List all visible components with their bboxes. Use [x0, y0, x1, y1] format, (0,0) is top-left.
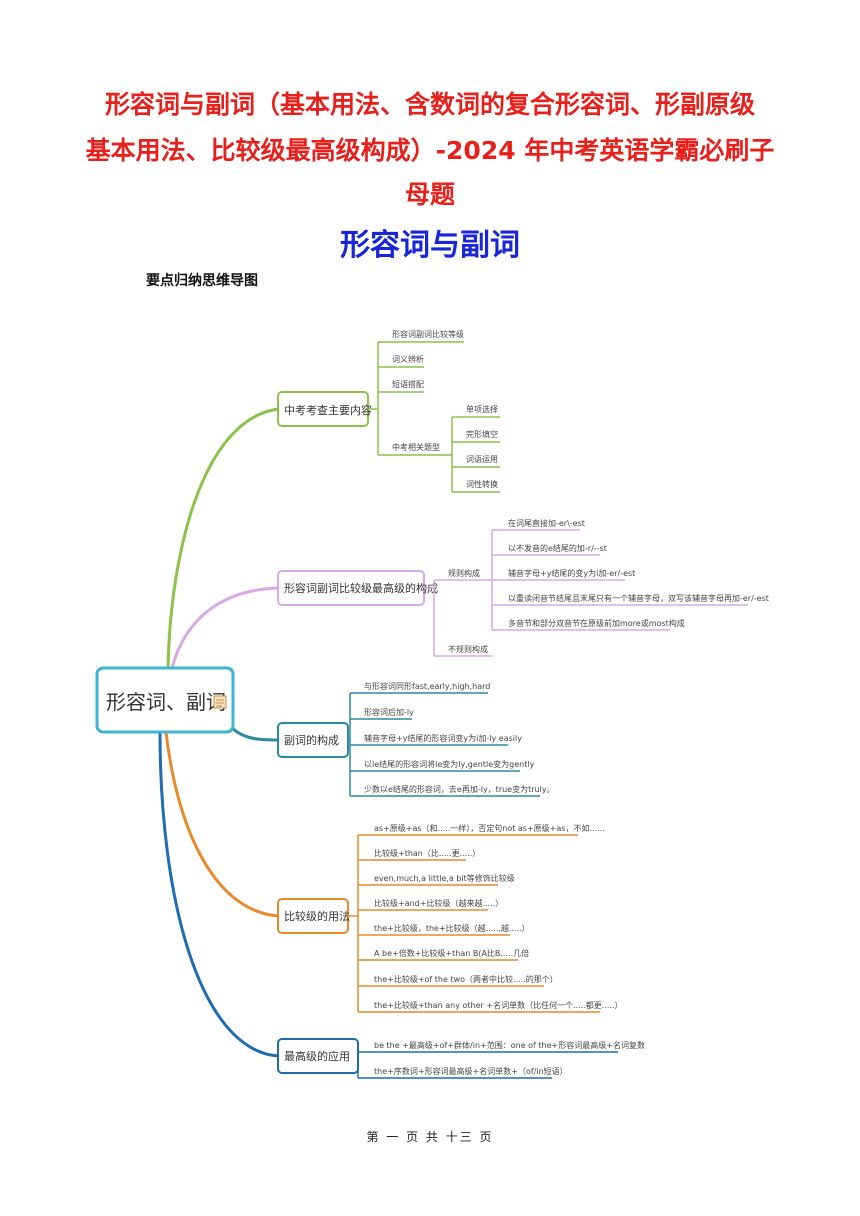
- connector-branch5: [158, 731, 279, 1058]
- branch3-item: 辅音字母+y结尾的形容词变y为i加-ly easily: [364, 733, 522, 743]
- connector-branch3: [230, 726, 279, 742]
- branch2-irregular: 不规则构成: [448, 644, 488, 654]
- branch4-item: even,much,a little,a bit等修饰比较级: [374, 873, 515, 883]
- branch1-subitem: 词性转换: [466, 479, 498, 489]
- branch2-label: 形容词副词比较级最高级的构成: [284, 581, 438, 595]
- document-title-line-3: 母题: [404, 180, 455, 209]
- connector-branch2: [170, 586, 279, 669]
- branch4-item: the+比较级+of the two（两者中比较.....的那个）: [374, 974, 558, 984]
- branch4-item: A be+倍数+比较级+than B(A比B.....几倍: [374, 948, 529, 958]
- branch2-item: 以重读闭音节结尾且末尾只有一个辅音字母，双写该辅音字母再加-er/-est: [508, 593, 769, 603]
- branch4-item: the+比较级，the+比较级（越.....,越.....）: [374, 923, 530, 933]
- branch4-label: 比较级的用法: [284, 909, 350, 923]
- root-node-box: [95, 666, 235, 734]
- branch4-item: 比较级+and+比较级（越来越.....）: [374, 898, 503, 908]
- branch3-item: 少数以e结尾的形容词，去e再加-ly，true变为truly。: [364, 784, 555, 794]
- branch2-item: 在词尾直接加-er\-est: [508, 518, 585, 528]
- page-footer: 第 一 页 共 十三 页: [366, 1130, 494, 1144]
- branch3-label: 副词的构成: [284, 733, 339, 747]
- document-title-line-2: 基本用法、比较级最高级构成）-2024 年中考英语学霸必刷子: [85, 136, 775, 165]
- branch5-item: be the +最高级+of+群体/in+范围：one of the+形容词最高…: [374, 1040, 645, 1050]
- branch3-item: 以le结尾的形容词将le变为ly,gentle变为gently: [364, 759, 535, 769]
- root-node-label: 形容词、副词: [106, 690, 226, 714]
- branch2-regular: 规则构成: [448, 568, 480, 578]
- branch4-item: as+原级+as（和.....一样），否定句not as+原级+as，不如...…: [374, 823, 605, 833]
- branch2-item: 以不发音的e结尾的加-r/--st: [508, 543, 607, 553]
- branch5-label: 最高级的应用: [284, 1049, 350, 1063]
- branch1-item: 词义辨析: [392, 354, 424, 364]
- branch1-subitem: 词语运用: [466, 454, 498, 464]
- branch3-item: 形容词后加-ly: [364, 707, 414, 717]
- section-label: 要点归纳思维导图: [146, 273, 258, 289]
- branch4-item: 比较级+than（比.....更.....）: [374, 848, 480, 858]
- branch2-item: 多音节和部分双音节在原级前加more或most构成: [508, 618, 685, 628]
- document-title-line-1: 形容词与副词（基本用法、含数词的复合形容词、形副原级: [104, 90, 755, 119]
- branch4-item: the+比较级+than any other +名词单数（比任何一个.....都…: [374, 1000, 623, 1010]
- connector-branch1: [166, 407, 279, 669]
- branch1-item: 短语搭配: [392, 379, 424, 389]
- branch1-subitem: 单项选择: [466, 404, 498, 414]
- branch5-item: the+序数词+形容词最高级+名词单数+（of/in短语）: [374, 1066, 568, 1076]
- branch1-item: 中考相关题型: [392, 442, 440, 452]
- note-icon: [213, 695, 227, 709]
- branch2-item: 辅音字母+y结尾的变y为i加-er/-est: [508, 568, 635, 578]
- branch1-item: 形容词副词比较等级: [392, 329, 464, 339]
- branch3-item: 与形容词同形fast,early,high,hard: [364, 681, 490, 691]
- document-subtitle: 形容词与副词: [340, 228, 520, 263]
- branch1-subitem: 完形填空: [466, 429, 498, 439]
- connector-branch4: [164, 731, 279, 918]
- branch1-label: 中考考查主要内容: [284, 403, 372, 417]
